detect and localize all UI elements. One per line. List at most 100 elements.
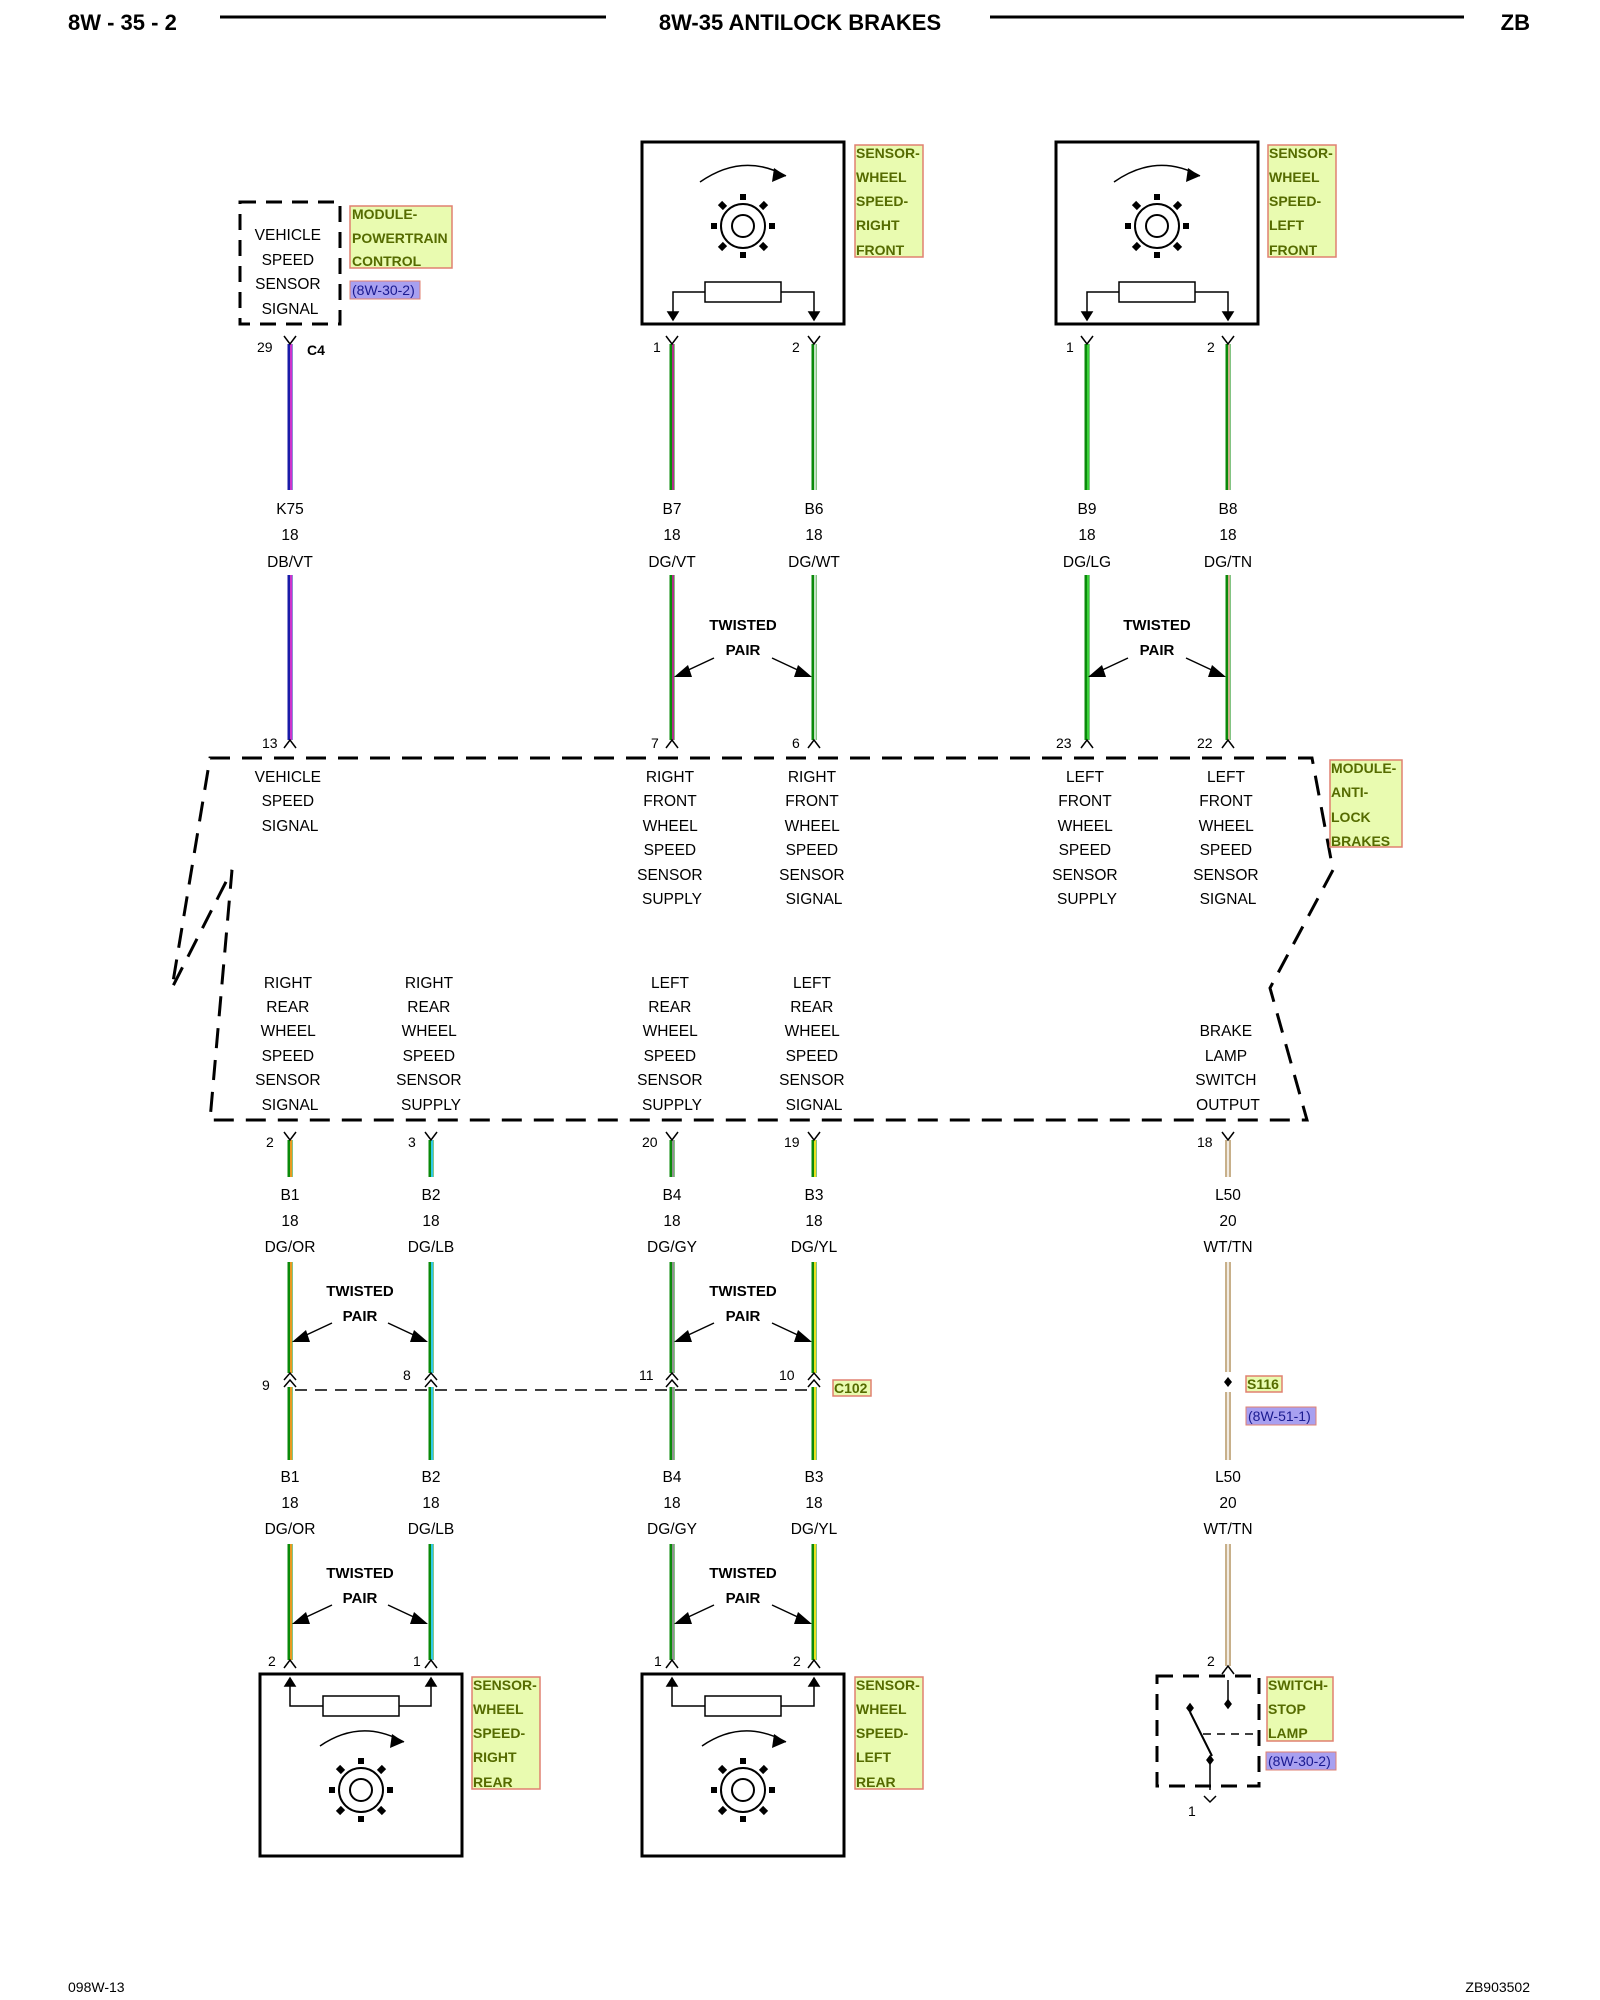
abs-module[interactable]: MODULE- ANTI- LOCK BRAKES VEHICLE SPEED … [170,756,1403,1122]
gauge-l50-lower: 20 [1219,1495,1237,1512]
circuit-b3-upper: B3 [805,1187,824,1204]
circuit-b1-lower: B1 [281,1469,300,1486]
top-wire-b8[interactable]: 2 22 B8 18 DG/TN [1197,339,1252,751]
sensor-lf-component[interactable]: SENSOR- WHEEL SPEED- LEFT FRONT [1054,140,1337,326]
sensor-lf-resistor [1080,281,1235,322]
pcm-inner-text: VEHICLE SPEED SENSOR SIGNAL [255,227,326,318]
gauge-b3-lower: 18 [805,1495,822,1512]
top-connector-chevrons [283,335,1235,749]
s116-label-box [1245,1375,1283,1393]
pin-b8-top: 2 [1207,339,1215,355]
pin-b3-abs: 19 [784,1134,800,1150]
pin-stop-switch-ground: 1 [1188,1803,1196,1819]
c102-label-box [832,1379,872,1397]
sensor-lf-box [1054,140,1260,326]
pin-b4-abs: 20 [642,1134,658,1150]
pin-l50-switch: 2 [1207,1653,1215,1669]
pin-l50-abs: 18 [1197,1134,1213,1150]
bottom-wire-b1[interactable]: 2 9 2 B1 18 DG/OR B1 18 DG/OR [262,1134,315,1669]
page-title: 8W-35 ANTILOCK BRAKES [659,10,941,35]
abs-label: MODULE- ANTI- LOCK BRAKES [1331,760,1400,849]
sensor-lf-gear-icon [1113,164,1201,258]
gauge-b2-lower: 18 [422,1495,439,1512]
sensor-lr-gear-icon [701,1730,787,1822]
abs-func-rr-signal: RIGHT REAR WHEEL SPEED SENSOR SIGNAL [255,975,325,1114]
sensor-rr-label-box [471,1676,541,1790]
top-wire-b7[interactable]: 1 7 B7 18 DG/VT [648,339,696,751]
gauge-k75: 18 [281,527,298,544]
circuit-l50-upper: L50 [1215,1187,1241,1204]
gauge-b9: 18 [1078,527,1095,544]
pcm-component[interactable]: VEHICLE SPEED SENSOR SIGNAL MODULE- POWE… [238,200,453,358]
sensor-lf-label-box [1267,144,1337,258]
color-b2-lower: DG/LB [408,1521,455,1538]
pin-b1-c102: 9 [262,1377,270,1393]
pin-b7-top: 1 [653,339,661,355]
pin-b8-bottom: 22 [1197,735,1213,751]
circuit-l50-lower: L50 [1215,1469,1241,1486]
sensor-rf-gear-icon [699,164,787,258]
sensor-rr-component[interactable]: SENSOR- WHEEL SPEED- RIGHT REAR [258,1672,541,1858]
bottom-wire-l50[interactable]: 18 2 L50 20 WT/TN L50 20 WT/TN [1197,1134,1253,1669]
bottom-wire-b4[interactable]: 20 11 1 B4 18 DG/GY B4 18 DG/GY [639,1134,697,1669]
pin-b6-bottom: 6 [792,735,800,751]
pcm-box [238,200,342,326]
pin-k75-bottom: 13 [262,735,278,751]
gauge-b8: 18 [1219,527,1236,544]
circuit-b3-lower: B3 [805,1469,824,1486]
stop-switch-box [1155,1674,1261,1788]
sensor-lr-box [640,1672,846,1858]
bottom-wire-b2[interactable]: 3 8 1 B2 18 DG/LB B2 18 DG/LB [403,1134,454,1669]
stop-switch-ref-link[interactable]: (8W-30-2) [1268,1753,1331,1769]
pin-b1-sensor: 2 [268,1653,276,1669]
top-wire-b6[interactable]: 2 6 B6 18 DG/WT [788,339,840,751]
gauge-b1-upper: 18 [281,1213,298,1230]
s116-ref-link[interactable]: (8W-51-1) [1248,1408,1311,1424]
abs-func-vehicle-speed: VEHICLE SPEED SIGNAL [255,769,326,835]
color-b2-upper: DG/LB [408,1239,455,1256]
sensor-rf-component[interactable]: SENSOR- WHEEL SPEED- RIGHT FRONT [640,140,924,326]
pin-b7-bottom: 7 [651,735,659,751]
pcm-ref-link[interactable]: (8W-30-2) [352,282,415,298]
sensor-rf-label: SENSOR- WHEEL SPEED- RIGHT FRONT [856,145,924,258]
stop-lamp-switch-component[interactable]: 1 SWITCH- STOP LAMP (8W-30-2) [1155,1674,1337,1819]
pcm-label-box [349,205,453,269]
gauge-b2-upper: 18 [422,1213,439,1230]
color-b1-lower: DG/OR [265,1521,316,1538]
s116-splice[interactable]: S116 (8W-51-1) [1224,1375,1317,1426]
pcm-label: MODULE- POWERTRAIN CONTROL [352,206,452,269]
color-k75: DB/VT [267,554,313,571]
top-wire-k75[interactable]: 29 13 K75 18 DB/VT [257,339,313,751]
sensor-lr-component[interactable]: SENSOR- WHEEL SPEED- LEFT REAR [640,1672,924,1858]
pin-b2-sensor: 1 [413,1653,421,1669]
bottom-wire-b3[interactable]: 19 10 2 B3 18 DG/YL B3 18 DG/YL [779,1134,838,1669]
gauge-b6: 18 [805,527,822,544]
sensor-lr-label: SENSOR- WHEEL SPEED- LEFT REAR [856,1677,924,1790]
circuit-b8: B8 [1219,501,1238,518]
sensor-rr-label: SENSOR- WHEEL SPEED- RIGHT REAR [473,1677,541,1790]
s116-label: S116 [1247,1376,1279,1392]
c102-connector[interactable]: C102 [283,1371,872,1397]
abs-func-lf-supply: LEFT FRONT WHEEL SPEED SENSOR SUPPLY [1052,769,1122,908]
pin-b2-abs: 3 [408,1134,416,1150]
abs-func-brake-lamp: BRAKE LAMP SWITCH OUTPUT [1195,1023,1260,1114]
pin-b4-sensor: 1 [654,1653,662,1669]
pin-b4-c102: 11 [639,1367,654,1383]
pin-b3-c102: 10 [779,1367,795,1383]
abs-func-rr-supply: RIGHT REAR WHEEL SPEED SENSOR SUPPLY [396,975,466,1114]
pin-b1-abs: 2 [266,1134,274,1150]
abs-func-lr-supply: LEFT REAR WHEEL SPEED SENSOR SUPPLY [637,975,707,1114]
top-wire-b9[interactable]: 1 23 B9 18 DG/LG [1056,339,1111,751]
stop-switch-contacts-icon [1186,1680,1258,1804]
circuit-b7: B7 [663,501,682,518]
gauge-b3-upper: 18 [805,1213,822,1230]
circuit-b1-upper: B1 [281,1187,300,1204]
color-b9: DG/LG [1063,554,1111,571]
pin-b9-bottom: 23 [1056,735,1072,751]
abs-func-lf-signal: LEFT FRONT WHEEL SPEED SENSOR SIGNAL [1193,769,1263,908]
